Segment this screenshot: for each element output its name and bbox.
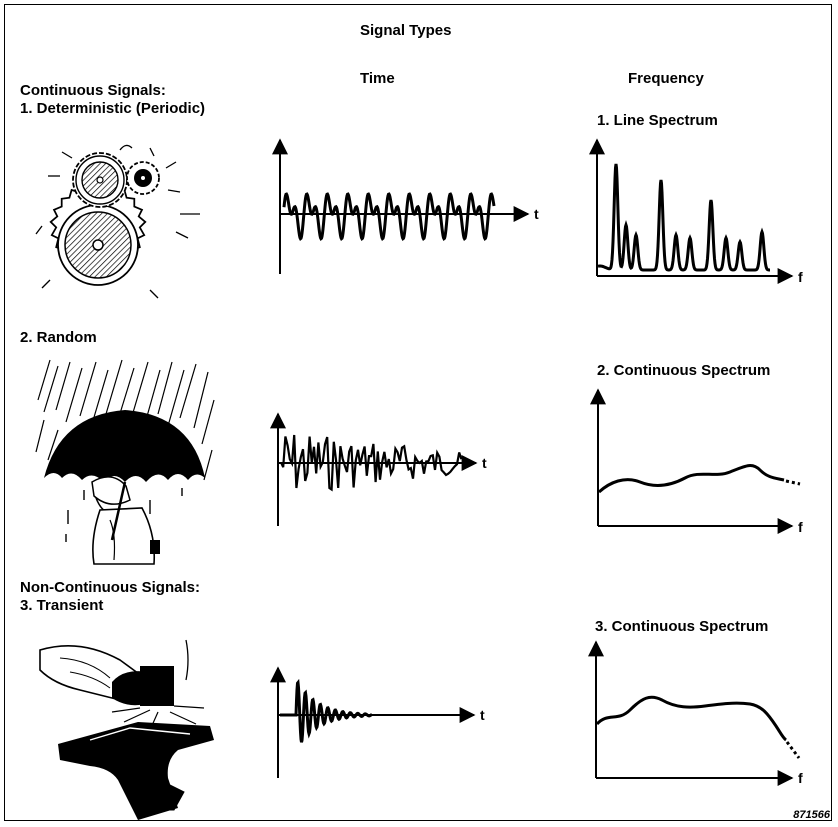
- continuous-spectrum-curve: [597, 464, 785, 494]
- time-axis-letter-3: t: [480, 707, 485, 723]
- gear-small: [126, 161, 160, 195]
- figure-id: 871566: [793, 809, 830, 821]
- continuous-spectrum-curve: [595, 695, 787, 742]
- freq-axis-letter-1: f: [798, 269, 803, 285]
- figure-title: Signal Types: [360, 22, 452, 39]
- rain-lines: [35, 359, 215, 481]
- freq-plot-continuous-1: [590, 388, 801, 534]
- group-label-noncontinuous: Non-Continuous Signals:: [20, 579, 200, 596]
- spectrum-label-continuous-2: 3. Continuous Spectrum: [595, 618, 769, 635]
- time-plot-random: [270, 412, 478, 526]
- random-waveform: [279, 434, 463, 492]
- line-spectrum-curve: [597, 163, 770, 272]
- anvil-body: [58, 722, 214, 820]
- group-label-continuous: Continuous Signals:: [20, 82, 166, 99]
- freq-plot-continuous-2: [588, 640, 801, 786]
- raindrops: [65, 488, 183, 542]
- hammer-head: [140, 666, 174, 706]
- umbrella-canopy: [44, 410, 205, 482]
- spectrum-label-continuous-1: 2. Continuous Spectrum: [597, 362, 771, 379]
- spectrum-continuation: [785, 479, 801, 486]
- person: [91, 476, 160, 565]
- time-column-header: Time: [360, 70, 395, 87]
- spectrum-label-line: 1. Line Spectrum: [597, 112, 718, 129]
- frequency-column-header: Frequency: [628, 70, 704, 87]
- umbrella-handle: [110, 481, 127, 541]
- freq-plot-line-spectrum: [589, 138, 794, 284]
- umbrella-rain-icon: [35, 359, 215, 565]
- row-label-transient: 3. Transient: [20, 597, 104, 614]
- gear-medium: [72, 152, 128, 208]
- time-plot-transient: [270, 666, 476, 778]
- time-axis-letter-1: t: [534, 206, 539, 222]
- time-plot-periodic: [272, 138, 530, 274]
- figure-frame: [4, 4, 832, 821]
- anvil-base: [139, 781, 185, 811]
- motion-lines: [35, 144, 200, 299]
- hammer-anvil-icon: [39, 639, 214, 820]
- freq-axis-letter-2: f: [798, 519, 803, 535]
- row-label-random: 2. Random: [20, 329, 97, 346]
- periodic-waveform: [282, 192, 496, 242]
- row-label-deterministic: 1. Deterministic (Periodic): [20, 100, 206, 117]
- gear-large: [49, 184, 147, 286]
- gears-icon: [35, 144, 200, 299]
- spectrum-continuation: [785, 741, 801, 759]
- freq-axis-letter-3: f: [798, 770, 803, 786]
- time-axis-letter-2: t: [482, 455, 487, 471]
- transient-waveform: [280, 678, 373, 743]
